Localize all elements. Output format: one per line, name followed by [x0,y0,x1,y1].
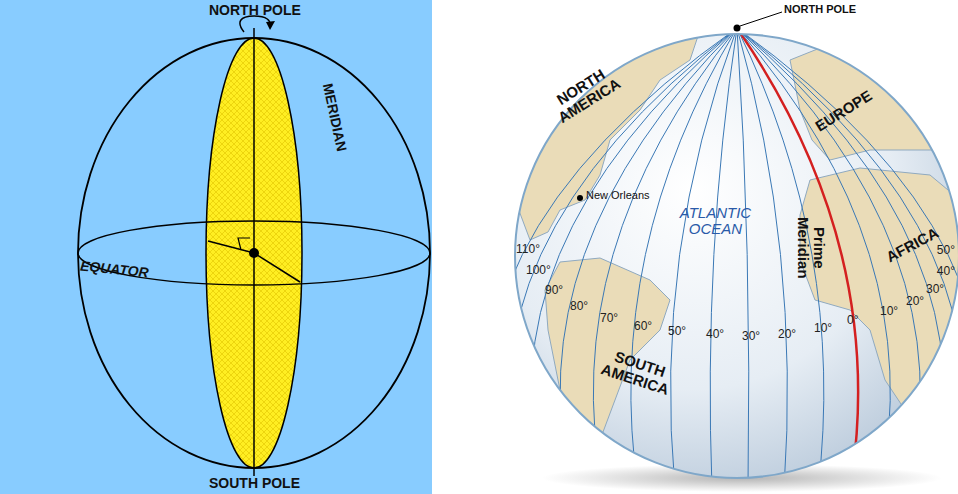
degree-label: 70° [600,312,618,325]
degree-label: 40° [706,328,724,341]
degree-label: 30° [742,330,760,343]
degree-label: 40° [937,265,955,278]
degree-label: 50° [668,325,686,338]
center-dot [249,248,259,258]
panel-ground [0,0,432,494]
right-angle-mark [238,238,250,250]
pole-dot [734,25,741,32]
meridian-line [671,28,737,490]
degree-label: 60° [634,320,652,333]
leader-line [740,12,782,26]
meridian-line [737,28,890,490]
meridian-label: Prime Meridian [795,213,827,283]
meridian-line [510,28,737,490]
pole-label: SOUTH POLE [209,476,300,491]
degree-label: 20° [906,295,924,308]
prime-meridian-line [737,28,858,490]
meridian-line [631,28,737,490]
meridian-line [710,28,737,490]
degree-label: 10° [880,305,898,318]
meridian-line [593,28,737,490]
meridian-line [737,28,749,490]
meridian-line [737,28,958,490]
meridian-line [488,28,737,490]
meridian-line [737,28,944,490]
degree-label: 100° [526,264,551,277]
city-label: New Orleans [586,190,650,202]
pole-label: NORTH POLE [209,3,301,18]
ocean-label: ATLANTIC OCEAN [668,205,763,237]
radius-line [208,241,254,253]
degree-label: 0° [847,314,858,327]
degree-label: 10° [814,322,832,335]
degree-label: 20° [778,328,796,341]
rotation-arrow [266,21,275,30]
city-dot [577,195,583,201]
radius-line [254,253,300,282]
europe [790,40,950,160]
meridian-line [531,28,737,490]
meridian-line [737,28,958,490]
pole-label: NORTH POLE [784,4,856,16]
degree-label: 30° [926,283,944,296]
degree-label: 90° [545,284,563,297]
globe-rim [515,34,958,478]
rotation-arrow [240,16,270,32]
degree-label: 50° [937,244,955,257]
degree-label: 80° [570,300,588,313]
degree-label: 110° [516,243,540,256]
globe [515,34,958,478]
north-america [515,22,700,240]
